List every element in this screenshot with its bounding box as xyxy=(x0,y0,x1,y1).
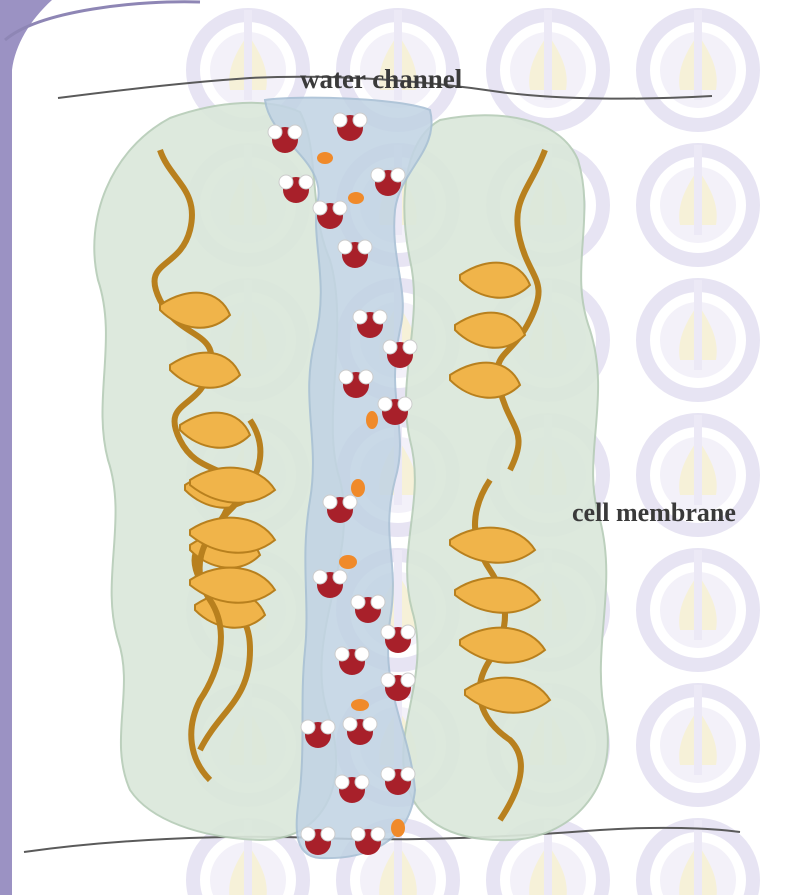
ion-icon xyxy=(351,479,365,497)
protein-surface-right xyxy=(403,115,608,840)
ion-icon xyxy=(391,819,405,837)
water-channel-label: water channel xyxy=(300,64,462,95)
ion-icon xyxy=(339,555,357,569)
ion-icon xyxy=(366,411,378,429)
cell-membrane-label: cell membrane xyxy=(572,498,736,528)
ion-icon xyxy=(351,699,369,711)
ion-icon xyxy=(348,192,364,204)
ion-icon xyxy=(317,152,333,164)
left-edge-decoration xyxy=(0,0,52,895)
